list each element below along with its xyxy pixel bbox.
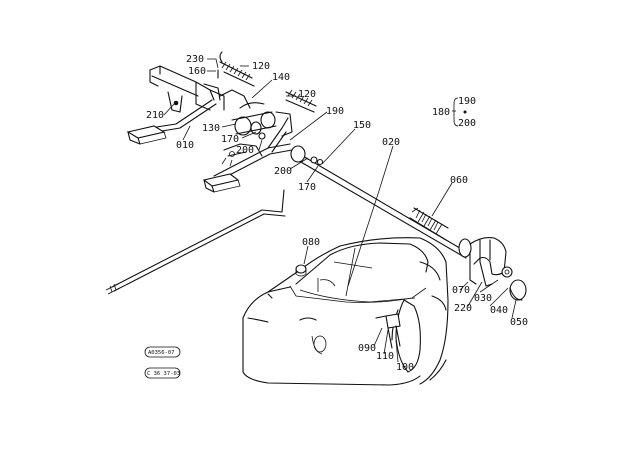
callout-120-upper: 120: [252, 61, 270, 72]
callout-090: 090: [358, 343, 376, 354]
callout-labels: 230 160 120 140 120 190 210 130 170 200 …: [146, 54, 528, 373]
stamp-2-text: C 36 37-03: [147, 371, 180, 377]
pedal-assembly-upper: [126, 51, 255, 145]
stud-080: [295, 264, 307, 277]
callout-020: 020: [382, 137, 400, 148]
legend-top: 190: [458, 96, 476, 107]
plug-parts: [375, 313, 401, 349]
callout-110: 110: [376, 351, 394, 362]
stamp-2-outline: [144, 367, 181, 379]
callout-060: 060: [450, 175, 468, 186]
callout-070: 070: [452, 285, 470, 296]
callout-040: 040: [490, 305, 508, 316]
callout-200-upper: 200: [236, 145, 254, 156]
pedal-assembly-lower: [202, 89, 324, 193]
shift-shaft: [293, 151, 472, 259]
callout-200-lower: 200: [274, 166, 292, 177]
callout-100: 100: [396, 362, 414, 373]
cross-shaft-parts: [231, 102, 277, 140]
callout-140: 140: [272, 72, 290, 83]
small-parts-right: [501, 266, 527, 301]
callout-170-upper: 170: [221, 134, 239, 145]
leader-lines: [163, 58, 517, 363]
legend-code: 180: [432, 107, 450, 118]
callout-210: 210: [146, 110, 164, 121]
callout-010: 010: [176, 140, 194, 151]
callout-120-lower: 120: [298, 89, 316, 100]
callout-080: 080: [302, 237, 320, 248]
legend-dot: [463, 110, 467, 114]
legend-bottom: 200: [458, 118, 476, 129]
long-rod: [105, 189, 286, 295]
stamp-1-text: A0356-07: [148, 350, 175, 356]
callout-050: 050: [510, 317, 528, 328]
stamp-1-outline: [144, 346, 181, 358]
callout-170-lower: 170: [298, 182, 316, 193]
callout-230: 230: [186, 54, 204, 65]
reference-stamps: A0356-07 C 36 37-03: [144, 346, 181, 379]
kit-legend: 180 190 200: [432, 96, 476, 129]
callout-220: 220: [454, 303, 472, 314]
callout-150: 150: [353, 120, 371, 131]
shift-fork: [469, 237, 507, 287]
callout-130: 130: [202, 123, 220, 134]
callout-190: 190: [326, 106, 344, 117]
callout-160: 160: [188, 66, 206, 77]
callout-030: 030: [474, 293, 492, 304]
transmission-housing: [242, 237, 449, 386]
